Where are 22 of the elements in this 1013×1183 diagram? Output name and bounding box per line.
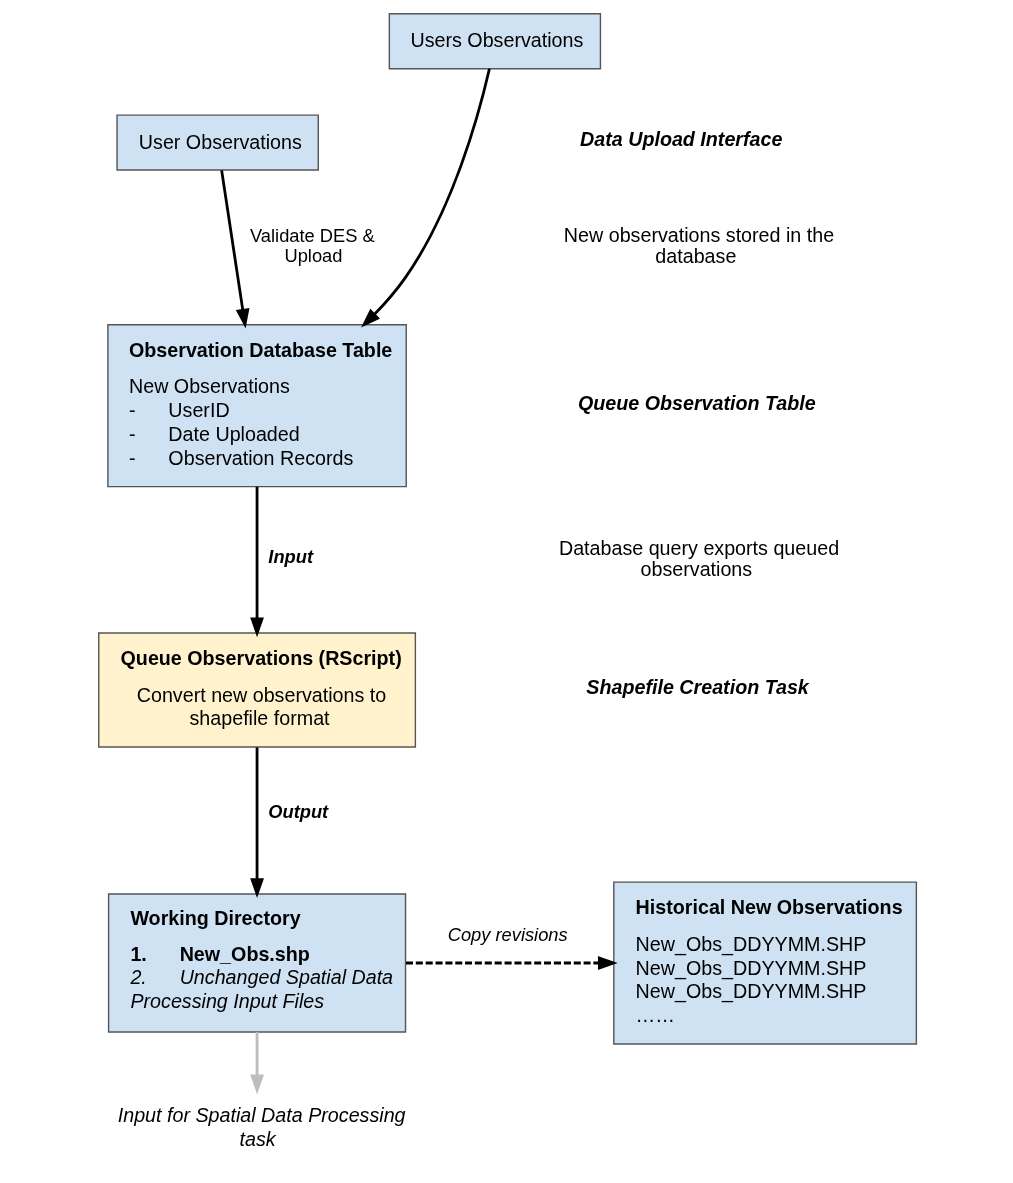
arrow [250,486,264,638]
arrow [250,747,264,898]
label: Queue Observation Table [577,391,816,414]
arrow [406,956,618,970]
node-box: Observation Database Table New Observations - UserID - Date Uploaded - Observation Records [107,324,407,488]
node-text: Input for Spatial Data Processing task [117,1103,406,1150]
label: Data Upload Interface [580,128,783,151]
edge-label: Input [268,546,313,568]
edge-label: Output [268,800,329,822]
arrow [361,68,491,328]
node-box: Historical New Observations New_Obs_DDYYMM.SHP New_Obs_DDYYMM.SHP New_Obs_DDYYMM.SHP …… [613,881,918,1045]
edge-label: Copy revisions [447,924,568,946]
arrow [250,1032,264,1095]
node-box: Queue Observations (RScript) Convert new observations to shapefile format [98,632,417,748]
label: New observations stored in the database [563,224,835,268]
arrow [220,170,250,329]
edge-label: Validate DES & Upload [250,225,375,267]
node-box: Users Observations [388,13,602,70]
node-box: User Observations [116,114,319,171]
label: Shapefile Creation Task [586,675,809,698]
label: Database query exports queued observations [558,536,840,580]
node-box: Working Directory 1. New_Obs.shp 2. Unchanged Spatial Data Processing Input Files [107,893,407,1033]
